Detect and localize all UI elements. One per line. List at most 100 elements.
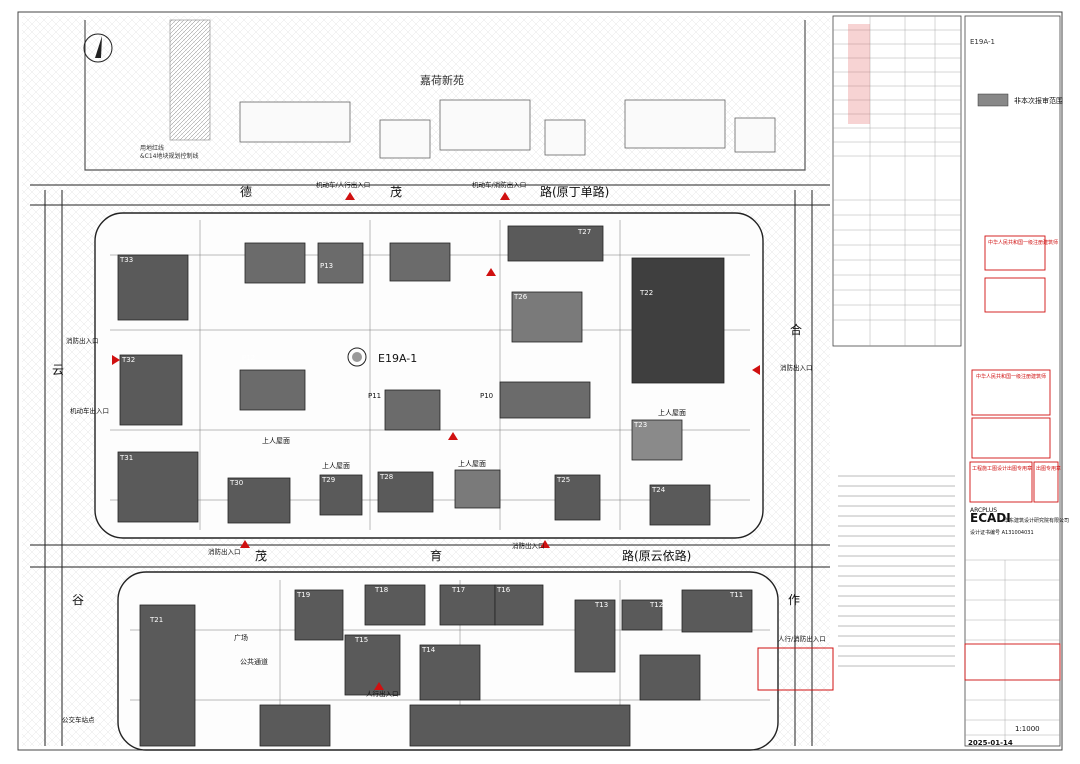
tag-p10: P10 — [480, 392, 493, 400]
building-t22 — [631, 257, 725, 384]
building-p10 — [499, 381, 591, 419]
building-p11 — [384, 389, 441, 431]
drawing-scale: 1:1000 — [1015, 725, 1040, 733]
entrance-markers: 机动车/人行出入口 机动车/消防出入口 消防出入口 机动车出入口 消防出入口 消… — [62, 180, 826, 724]
entrance-fire-west: 消防出入口 — [66, 336, 99, 345]
entrance-vehicle-fire: 机动车/消防出入口 — [472, 180, 526, 189]
tag-t27: T27 — [577, 228, 591, 236]
tag-t30: T30 — [229, 479, 243, 487]
stamp-top: E19A-1 — [970, 38, 995, 46]
red-highlight-box — [757, 647, 834, 691]
tag-t17: T17 — [451, 586, 465, 594]
building-tags: T33 T32 T31 T30 T29 T28 T25 T24 T23 T22 … — [119, 228, 743, 654]
building-t11 — [681, 589, 753, 633]
building-t13 — [574, 599, 616, 673]
building-t25 — [554, 474, 601, 521]
building-t14 — [419, 644, 481, 701]
tag-t29: T29 — [321, 476, 335, 484]
title-block: E19A-1 非本次报审范围 中华人民共和国一级注册建筑师 中华人民共和国一级注… — [832, 15, 1069, 747]
tag-t24: T24 — [651, 486, 666, 494]
legend-review-scope: 非本次报审范围 — [1014, 96, 1063, 105]
tag-p13: P13 — [320, 262, 333, 270]
neighborhood-label: 嘉荷新苑 — [420, 73, 464, 87]
road-north-3: 路(原丁单路) — [540, 184, 609, 199]
tag-p12: P12 — [242, 354, 255, 362]
road-east-1: 合 — [790, 322, 802, 337]
road-mid-2: 育 — [430, 548, 442, 563]
building-t33 — [117, 254, 189, 321]
building-south-basement — [259, 704, 331, 747]
data-tables-area — [832, 15, 962, 347]
label-square: 广场 — [234, 633, 248, 642]
building-t24 — [649, 484, 711, 526]
legend-column — [964, 15, 1061, 747]
entrance-fire-mid-1: 消防出入口 — [208, 547, 241, 556]
boundary-note: 用地红线 &C14地块规划控制线 — [140, 144, 199, 160]
plan-area: 嘉荷新苑 用地红线 &C14地块规划控制线 德 茂 路(原丁单路) 茂 — [22, 16, 834, 751]
tag-t18: T18 — [374, 586, 388, 594]
company-name: 华东建筑设计研究院有限公司 — [1004, 517, 1069, 524]
plan-misc-labels: 上人屋面 上人屋面 上人屋面 上人屋面 广场 公共通道 — [234, 408, 686, 666]
red-highlight-titleblock — [964, 643, 1061, 681]
building-t16 — [494, 584, 544, 626]
north-neighborhood-boundary — [84, 20, 806, 171]
entrance-vehicle-ped: 机动车/人行出入口 — [316, 180, 370, 189]
stamp-red-4: 出图专用章 — [1036, 465, 1061, 472]
road-west-1: 云 — [52, 363, 64, 377]
tag-t22: T22 — [639, 289, 653, 297]
boundary-note-line-2: &C14地块规划控制线 — [140, 152, 199, 160]
entrance-fire-east: 消防出入口 — [780, 363, 813, 372]
drawing-date: 2025-01-14 — [968, 739, 1013, 747]
tag-t14: T14 — [421, 646, 436, 654]
stamp-red-3: 工程施工图设计出图专用章 — [972, 465, 1032, 472]
tag-t15: T15 — [354, 636, 368, 644]
building-t30 — [227, 477, 291, 524]
entrance-vehicle-west: 机动车出入口 — [70, 406, 109, 415]
label-up-roof-4: 上人屋面 — [458, 459, 486, 468]
building-t27 — [507, 225, 604, 262]
building-t18 — [364, 584, 426, 626]
tag-t11: T11 — [729, 591, 743, 599]
cert-number: 设计证书编号 A131004031 — [970, 529, 1034, 536]
building-t15 — [344, 634, 401, 696]
red-stamps — [969, 235, 1059, 503]
label-up-roof-2: 上人屋面 — [262, 436, 290, 445]
tag-t28: T28 — [379, 473, 393, 481]
building-t29 — [319, 474, 363, 516]
general-notes — [838, 475, 955, 667]
tag-t26: T26 — [513, 293, 528, 301]
north-residential-blocks — [169, 19, 776, 159]
building-t12 — [621, 599, 663, 631]
road-mid-1: 茂 — [255, 549, 267, 563]
tag-t13: T13 — [594, 601, 608, 609]
north-arrow-icon — [83, 33, 113, 63]
road-north-1: 德 — [240, 184, 252, 199]
tag-t16: T16 — [496, 586, 511, 594]
building-south-lower — [409, 704, 631, 747]
building-t11b — [639, 654, 701, 701]
stamp-red-2: 中华人民共和国一级注册建筑师 — [976, 373, 1046, 380]
tag-t21: T21 — [149, 616, 163, 624]
site-label: E19A-1 — [347, 347, 417, 367]
road-network — [30, 184, 830, 746]
data-table-lines — [833, 16, 961, 346]
logo-ecadi: ECADI — [970, 511, 1011, 525]
building-t32 — [119, 354, 183, 426]
buildings-north — [117, 225, 725, 526]
building-t23 — [631, 419, 683, 461]
tag-p11: P11 — [368, 392, 381, 400]
building-upper-mid — [389, 242, 451, 282]
road-labels: 德 茂 路(原丁单路) 茂 育 路(原云依路) 云 谷 合 作 — [52, 184, 802, 607]
building-t31 — [117, 451, 199, 523]
label-public-pass: 公共通道 — [240, 657, 268, 666]
building-t28 — [377, 471, 434, 513]
table-red-highlight — [848, 24, 870, 124]
label-up-roof-1: 上人屋面 — [658, 408, 686, 417]
site-e19a1-boundary — [94, 212, 764, 539]
company-logo: ECADI ARCPLUS 华东建筑设计研究院有限公司 设计证书编号 A1310… — [970, 507, 1069, 536]
building-t-mid — [454, 469, 501, 509]
building-p12 — [239, 369, 306, 411]
label-up-roof-3: 上人屋面 — [322, 461, 350, 470]
tag-t25: T25 — [556, 476, 570, 484]
